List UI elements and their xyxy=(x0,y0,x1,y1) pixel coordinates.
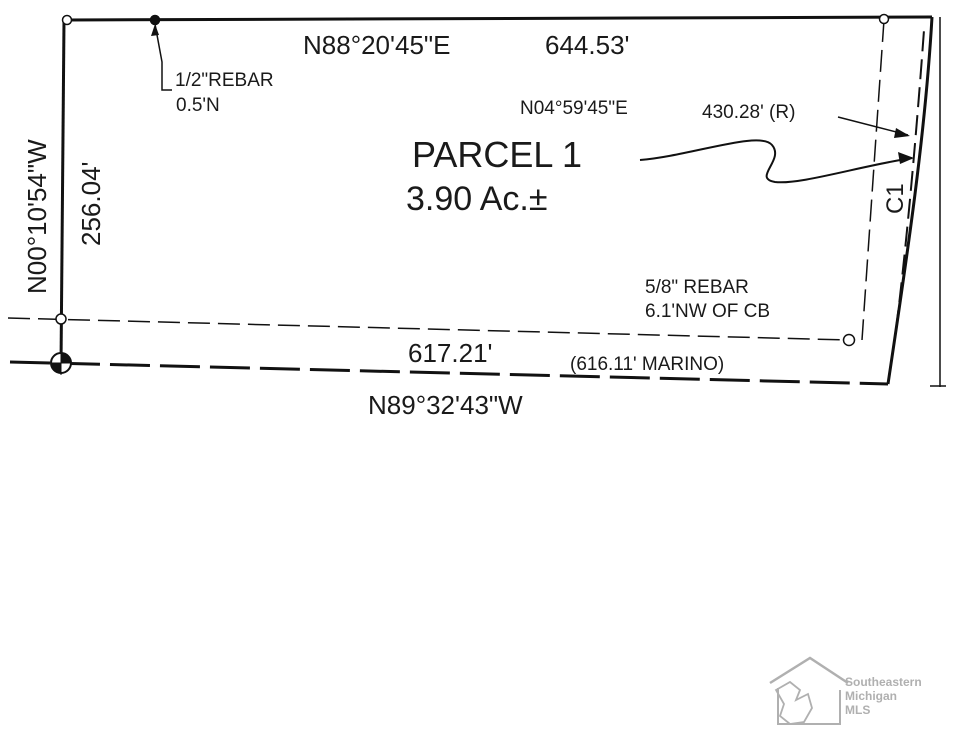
mls-text-line1: Southeastern xyxy=(845,675,922,689)
west-boundary-line xyxy=(59,19,66,366)
rebar-half-label: 1/2"REBAR xyxy=(175,70,274,91)
rebar-58-marker xyxy=(842,333,856,347)
east-dashed-inner xyxy=(895,29,925,331)
nw-corner-marker xyxy=(61,14,73,26)
parcel-leader-arrowhead xyxy=(898,152,914,164)
south-line-distance: 617.21' xyxy=(408,338,493,368)
west-line-distance: 256.04' xyxy=(76,162,106,247)
rebar-58-offset: 6.1'NW OF CB xyxy=(645,301,770,322)
offset-dashed-line xyxy=(7,317,849,341)
north-line-distance: 644.53' xyxy=(545,30,630,60)
south-boundary-line xyxy=(9,360,889,386)
rebar-half-leader xyxy=(154,23,172,91)
house-body-icon xyxy=(777,688,841,725)
east-curve-distance: 430.28' (R) xyxy=(702,102,795,123)
curve-distance-arrowhead xyxy=(894,128,910,138)
north-line-bearing: N88°20'45"E xyxy=(303,30,450,60)
sw-corner-marker xyxy=(49,351,73,375)
curve-label: C1 xyxy=(882,183,909,214)
parcel-leader xyxy=(639,139,913,184)
east-curve-line xyxy=(886,16,934,385)
house-roof-icon xyxy=(769,656,849,685)
parcel-area: 3.90 Ac.± xyxy=(406,180,548,218)
west-line-bearing: N00°10'54"W xyxy=(22,139,52,294)
rebar-half-marker xyxy=(149,14,161,26)
north-boundary-line xyxy=(66,15,933,22)
mls-text-line3: MLS xyxy=(845,703,870,717)
michigan-map-icon xyxy=(774,680,813,725)
parcel-name: PARCEL 1 xyxy=(412,134,582,175)
rebar-58-label: 5/8" REBAR xyxy=(645,277,749,298)
east-curve-bearing: N04°59'45"E xyxy=(520,98,628,119)
mls-watermark-logo: Southeastern Michigan MLS xyxy=(769,656,922,725)
south-line-record: (616.11' MARINO) xyxy=(570,354,724,375)
rebar-half-arrowhead xyxy=(151,24,159,36)
ne-corner-marker xyxy=(878,13,890,25)
south-line-bearing: N89°32'43"W xyxy=(368,390,523,420)
mls-text-line2: Michigan xyxy=(845,689,897,703)
west-offset-marker xyxy=(55,313,67,325)
east-dashed-outer xyxy=(861,19,885,341)
rebar-half-offset: 0.5'N xyxy=(176,95,220,116)
